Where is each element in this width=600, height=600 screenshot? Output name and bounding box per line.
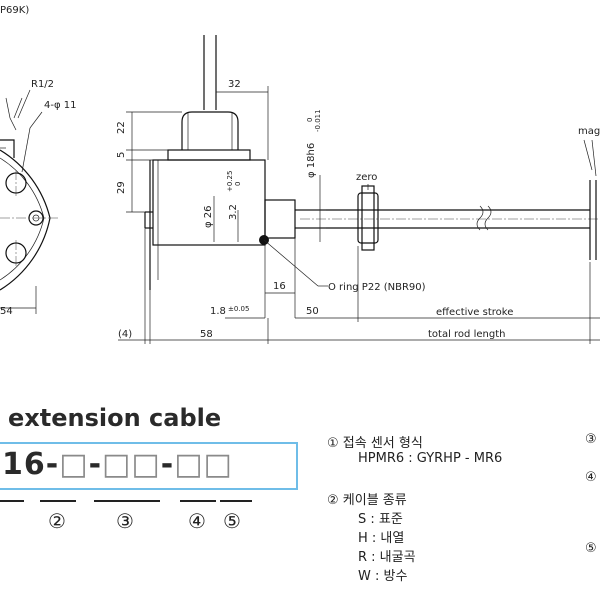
underline-3 [94, 500, 160, 502]
dim-32: 32 [228, 79, 241, 90]
note-2-h: H : 내열 [358, 531, 405, 546]
note-3-marker: ③ [585, 432, 597, 447]
model-code: 16-□-□□-□□ [2, 447, 233, 482]
underline-4 [180, 500, 216, 502]
mechanical-drawing: P69K) R1/2 4-φ 11 54 [0, 5, 600, 344]
dim-16: 16 [273, 281, 286, 292]
note-2-r: R : 내굴곡 [358, 550, 416, 565]
note-2-w: W : 방수 [358, 569, 408, 584]
dim-18: 1.8 [210, 306, 226, 317]
tol-18-upper: 0 [306, 118, 314, 122]
dim-4phi11: 4-φ 11 [44, 100, 76, 111]
note-4-marker: ④ [585, 470, 597, 485]
code-dash-1: - [88, 447, 103, 482]
code-box-5: □ [203, 447, 233, 482]
tol-32-lower: 0 [234, 182, 242, 186]
marker-4: ④ [188, 509, 206, 533]
underline-2 [40, 500, 76, 502]
note-5-marker: ⑤ [585, 541, 597, 556]
code-box-2: □ [59, 447, 89, 482]
dim-29: 29 [116, 181, 127, 194]
underline-1 [0, 500, 24, 502]
code-prefix: 16- [2, 447, 60, 482]
dim-32-tol: 3.2 [228, 204, 239, 220]
underline-5 [220, 500, 252, 502]
tol-32-upper: +0.25 [226, 171, 234, 192]
label-total: total rod length [428, 329, 505, 340]
sensor-side-view [144, 35, 600, 290]
flange-front-view [0, 97, 60, 291]
label-oring: O ring P22 (NBR90) [328, 282, 426, 293]
marker-5: ⑤ [223, 509, 241, 533]
dim-58: 58 [200, 329, 213, 340]
code-box-3b: □ [131, 447, 161, 482]
label-mag: mag [578, 126, 600, 137]
tol-18-lower: -0.011 [314, 109, 322, 132]
top-label: P69K) [0, 5, 29, 16]
dim-5: 5 [116, 152, 127, 158]
model-code-box [0, 442, 298, 490]
section-title: extension cable [8, 404, 222, 432]
tol-18: ±0.05 [228, 305, 249, 313]
code-dash-2: - [160, 447, 175, 482]
note-1-heading: ① 접속 센서 형식 [327, 436, 423, 451]
dim-54: 54 [0, 306, 13, 317]
dim-phi26: φ 26 [203, 206, 214, 229]
note-2-s: S : 표준 [358, 512, 403, 527]
dim-4: (4) [118, 329, 132, 340]
note-2-heading: ② 케이블 종류 [327, 493, 407, 508]
dim-22: 22 [116, 121, 127, 134]
marker-3: ③ [116, 509, 134, 533]
marker-2: ② [48, 509, 66, 533]
code-box-4: □ [174, 447, 204, 482]
code-box-3a: □ [102, 447, 132, 482]
dim-r12: R1/2 [31, 79, 54, 90]
dim-50: 50 [306, 306, 319, 317]
note-1-value: HPMR6 : GYRHP - MR6 [358, 451, 503, 466]
label-effective: effective stroke [436, 307, 513, 318]
dim-phi18: φ 18h6 [306, 143, 317, 178]
label-zero: zero [356, 172, 377, 183]
